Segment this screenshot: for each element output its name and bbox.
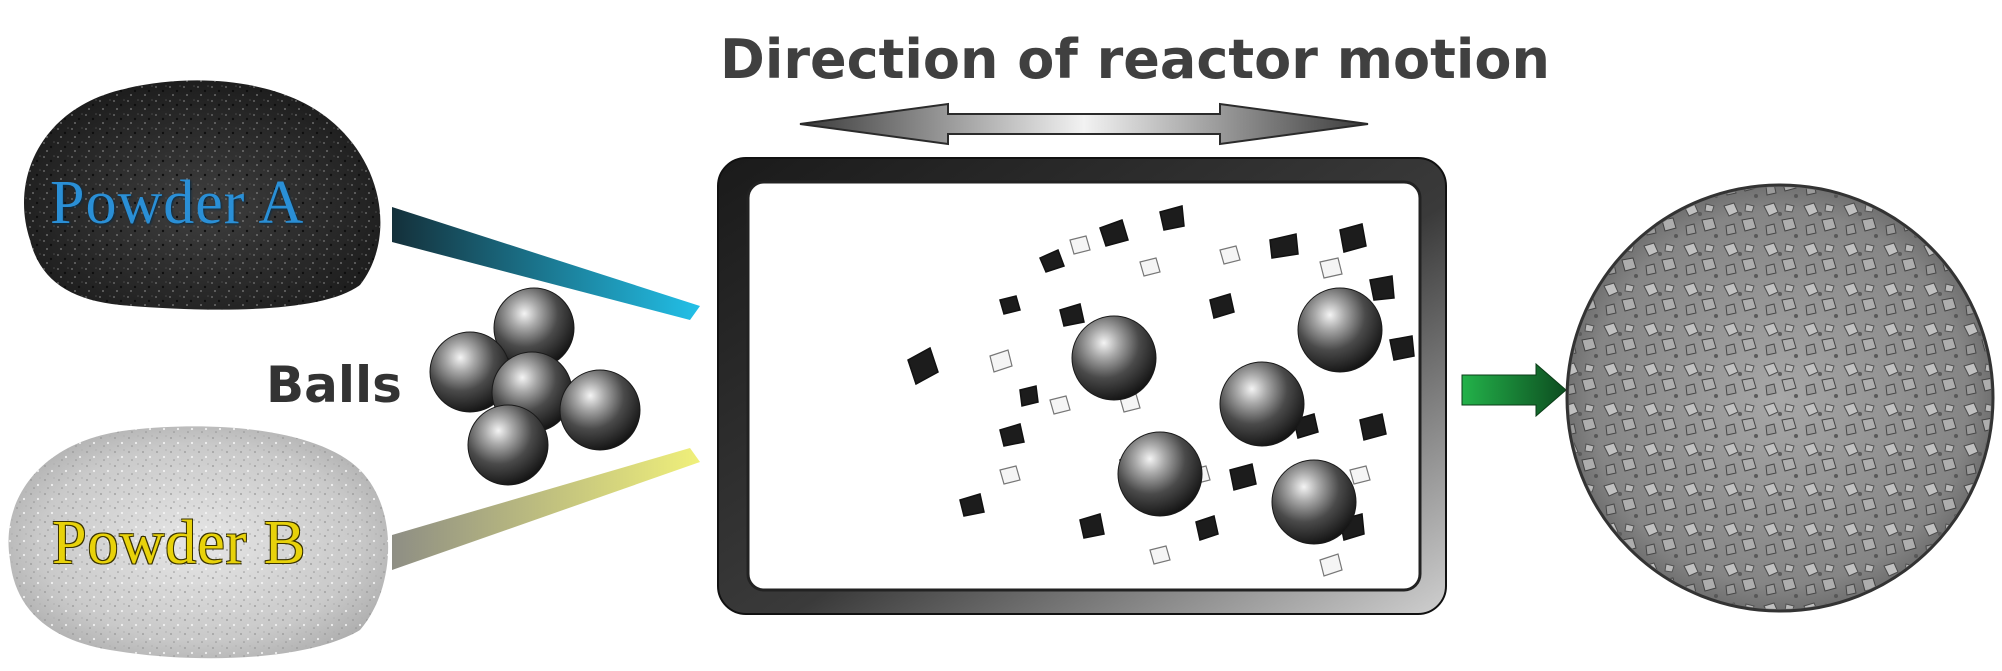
steel-ball-icon <box>1297 287 1383 373</box>
steel-ball-icon <box>559 369 641 451</box>
steel-ball-icon <box>1271 459 1357 545</box>
steel-ball-icon <box>467 404 549 486</box>
balls-cluster <box>429 287 641 486</box>
powder-a-pile <box>24 80 381 310</box>
arrow-powder-b-to-reactor <box>392 448 700 570</box>
sem-micrograph-image <box>1565 183 1995 613</box>
reactor-balls <box>1071 287 1383 545</box>
steel-ball-icon <box>1219 361 1305 447</box>
white-particles <box>989 235 1371 577</box>
powder-a-label: Powder A <box>50 169 305 237</box>
diagram-title: Direction of reactor motion <box>720 28 1550 91</box>
arrow-powder-a-to-reactor <box>392 207 700 320</box>
balls-label: Balls <box>266 356 402 414</box>
reactor-vessel <box>717 157 1447 615</box>
powder-b-label: Powder B <box>52 509 307 577</box>
double-headed-arrow-icon <box>799 102 1369 146</box>
powder-b-pile <box>8 426 389 659</box>
output-arrow-icon <box>1461 362 1567 418</box>
steel-ball-icon <box>1071 315 1157 401</box>
steel-ball-icon <box>1117 431 1203 517</box>
